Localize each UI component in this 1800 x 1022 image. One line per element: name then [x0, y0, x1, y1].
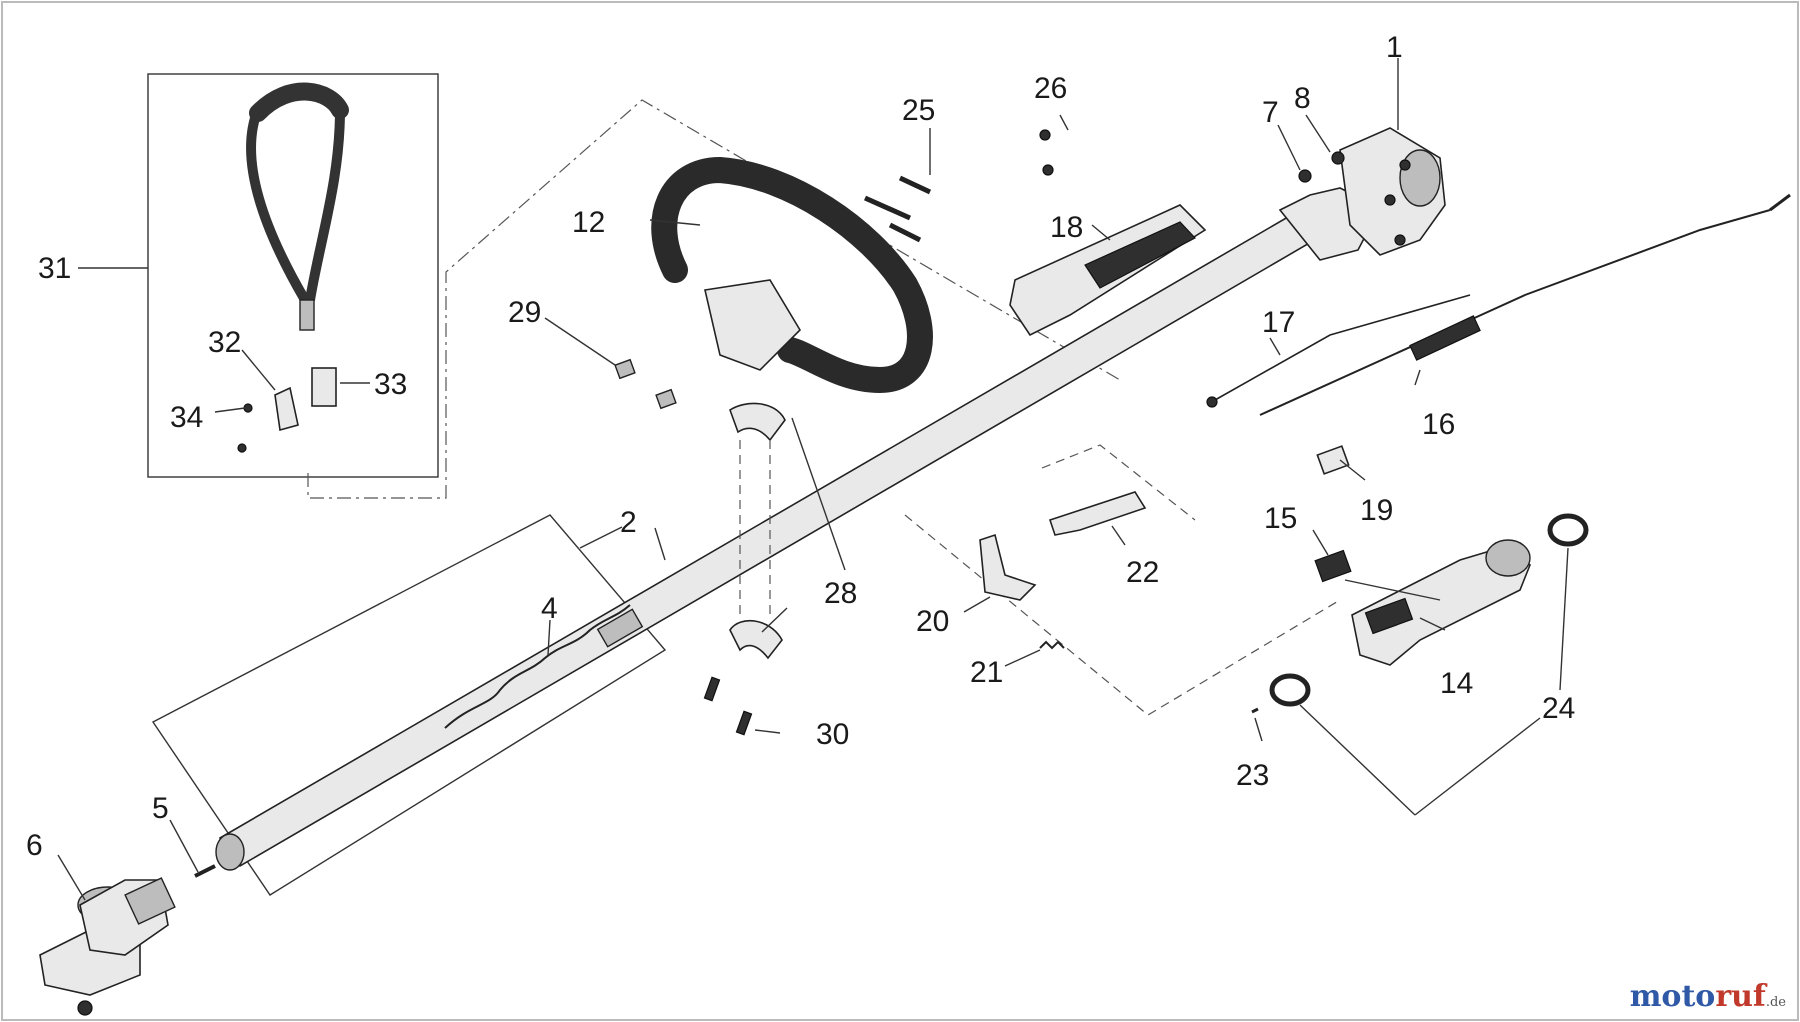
clamp-screws-30 — [703, 676, 753, 736]
callout-23: 23 — [1236, 759, 1269, 792]
callout-16: 16 — [1422, 408, 1455, 441]
hook-32 — [274, 386, 299, 432]
callout-2: 2 — [620, 506, 637, 539]
bolts-25 — [863, 175, 932, 243]
shoulder-strap-31 — [246, 82, 349, 331]
callout-14: 14 — [1440, 667, 1473, 700]
housing-bolts — [1298, 151, 1345, 183]
callout-21: 21 — [970, 656, 1003, 689]
clamp-ring-24-top — [1547, 513, 1589, 547]
rear-handle-grip-18 — [1009, 204, 1207, 337]
shoulder-strap-group-box — [147, 73, 439, 478]
callout-28: 28 — [824, 577, 857, 610]
callout-33: 33 — [374, 368, 407, 401]
engine-coupling-housing — [1278, 127, 1446, 261]
throttle-cable-16 — [1259, 193, 1791, 416]
throttle-group-dashline-top — [1041, 444, 1196, 521]
callout-19: 19 — [1360, 494, 1393, 527]
screws-26 — [1039, 129, 1054, 176]
callout-18: 18 — [1050, 211, 1083, 244]
watermark-logo: motoruf.de — [1630, 979, 1786, 1014]
callout-4: 4 — [541, 592, 558, 625]
stop-switch-19 — [1316, 445, 1350, 475]
callout-5: 5 — [152, 792, 169, 825]
loop-handle — [651, 156, 933, 394]
callout-29: 29 — [508, 296, 541, 329]
callout-26: 26 — [1034, 72, 1067, 105]
watermark-text-accent: ruf — [1715, 979, 1766, 1014]
throttle-lever-20 — [979, 533, 1037, 601]
callout-15: 15 — [1264, 502, 1297, 535]
handle-clamp-28 — [729, 402, 786, 660]
nuts-29 — [614, 358, 677, 410]
rear-handle-housing-14 — [1351, 539, 1531, 666]
screws-34 — [237, 403, 253, 453]
callout-34: 34 — [170, 401, 203, 434]
callout-24: 24 — [1542, 692, 1575, 725]
lock-lever-22 — [1048, 491, 1147, 536]
handle-assembly-dashline — [307, 99, 1121, 499]
callout-1: 1 — [1386, 31, 1403, 64]
watermark-text: motoruf — [1629, 979, 1766, 1014]
switch-part-15 — [1314, 549, 1352, 583]
watermark-tld: .de — [1765, 995, 1786, 1010]
drive-cable-part — [444, 604, 644, 729]
leader-lines — [57, 58, 1569, 901]
callout-31: 31 — [38, 252, 71, 285]
callout-7: 7 — [1262, 96, 1279, 129]
callout-32: 32 — [208, 326, 241, 359]
callout-25: 25 — [902, 94, 935, 127]
small-part-23 — [1251, 707, 1259, 714]
spring-21 — [1039, 640, 1065, 650]
callout-17: 17 — [1262, 306, 1295, 339]
callout-8: 8 — [1294, 82, 1311, 115]
gear-head-6 — [39, 877, 176, 1016]
callout-20: 20 — [916, 605, 949, 638]
callout-30: 30 — [816, 718, 849, 751]
stop-switch-cable-17 — [1206, 294, 1471, 408]
bolt-5 — [194, 864, 216, 878]
callout-12: 12 — [572, 206, 605, 239]
clamp-ring-24-bottom — [1269, 673, 1311, 707]
callout-22: 22 — [1126, 556, 1159, 589]
bracket-33 — [311, 367, 337, 407]
callout-6: 6 — [26, 829, 43, 862]
